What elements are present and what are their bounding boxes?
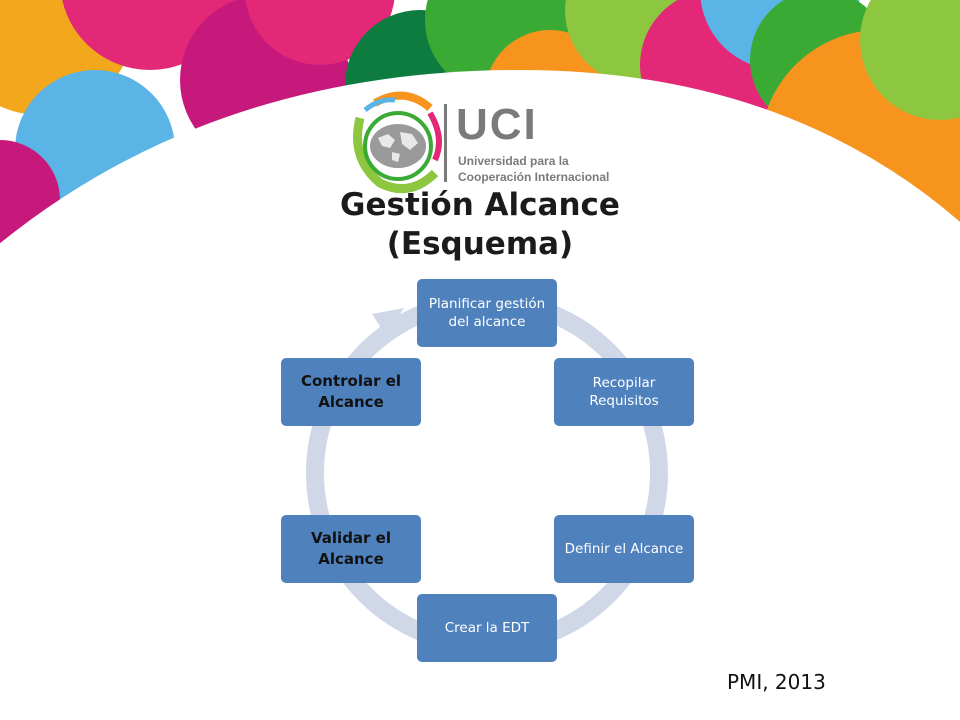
node-planificar[interactable]: Planificar gestión del alcance — [417, 279, 557, 347]
title-line1: Gestión Alcance — [340, 187, 620, 223]
node-label: Planificar gestión del alcance — [428, 296, 546, 330]
node-label: Recopilar Requisitos — [589, 375, 659, 409]
node-recopilar[interactable]: Recopilar Requisitos — [554, 358, 694, 426]
citation: PMI, 2013 — [727, 670, 826, 694]
node-label: Controlar el Alcance — [300, 372, 402, 411]
node-crear-edt[interactable]: Crear la EDT — [417, 594, 557, 662]
node-label: Definir el Alcance — [564, 541, 684, 557]
logo-name-line2: Cooperación Internacional — [458, 170, 610, 184]
logo-name-line1: Universidad para la — [458, 154, 569, 168]
cycle-arrowhead — [372, 308, 404, 336]
node-validar[interactable]: Validar el Alcance — [281, 515, 421, 583]
slide-title: Gestión Alcance (Esquema) — [280, 186, 680, 264]
node-label: Validar el Alcance — [311, 529, 391, 568]
logo-divider — [444, 104, 447, 182]
node-definir[interactable]: Definir el Alcance — [554, 515, 694, 583]
globe-icon — [353, 91, 442, 194]
title-line2: (Esquema) — [386, 226, 574, 262]
node-label: Crear la EDT — [444, 620, 530, 636]
node-controlar[interactable]: Controlar el Alcance — [281, 358, 421, 426]
uci-logo: UCI Universidad para la Cooperación Inte… — [340, 88, 630, 198]
logo-abbreviation: UCI — [456, 100, 538, 149]
